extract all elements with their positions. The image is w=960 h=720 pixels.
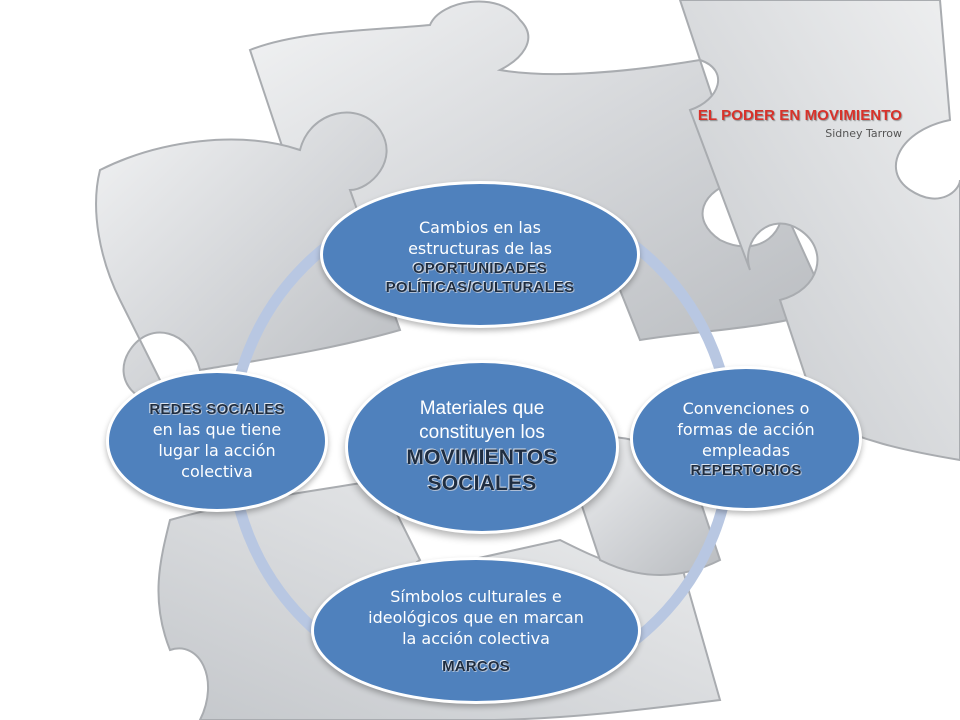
- node-repertorios: Convenciones o formas de acción empleada…: [630, 366, 862, 511]
- node-oportunidades: Cambios en las estructuras de las OPORTU…: [320, 181, 640, 328]
- node-right-keyword: REPERTORIOS: [690, 461, 802, 479]
- node-top-keyword2: POLÍTICAS/CULTURALES: [385, 278, 575, 296]
- node-redes-sociales: REDES SOCIALES en las que tiene lugar la…: [106, 370, 328, 512]
- node-left-keyword: REDES SOCIALES: [149, 401, 285, 418]
- center-keyword1: MOVIMIENTOS: [406, 446, 558, 469]
- node-top-keyword1: OPORTUNIDADES: [412, 259, 548, 277]
- node-right-line3: empleadas: [702, 440, 790, 460]
- node-right-line1: Convenciones o: [682, 398, 810, 418]
- node-bottom-line1: Símbolos culturales e: [390, 586, 562, 606]
- book-author: Sidney Tarrow: [825, 127, 902, 140]
- node-bottom-line2: ideológicos que en marcan: [368, 607, 584, 627]
- node-bottom-line3: la acción colectiva: [402, 628, 550, 648]
- title-block: EL PODER EN MOVIMIENTO Sidney Tarrow: [698, 107, 902, 140]
- node-top-line1: Cambios en las: [418, 217, 542, 237]
- node-left-line1: en las que tiene: [152, 420, 282, 439]
- node-marcos: Símbolos culturales e ideológicos que en…: [311, 557, 641, 704]
- center-line2: constituyen los: [419, 422, 545, 443]
- node-right-line2: formas de acción: [677, 419, 815, 439]
- node-movimientos-sociales: Materiales que constituyen los MOVIMIENT…: [345, 360, 619, 534]
- node-bottom-keyword: MARCOS: [442, 657, 510, 675]
- node-left-line3: colectiva: [181, 462, 253, 481]
- book-title: EL PODER EN MOVIMIENTO: [697, 107, 902, 124]
- node-top-line2: estructuras de las: [408, 238, 552, 258]
- node-left-line2: lugar la acción: [158, 441, 276, 460]
- center-line1: Materiales que: [419, 398, 545, 419]
- center-keyword2: SOCIALES: [427, 472, 537, 495]
